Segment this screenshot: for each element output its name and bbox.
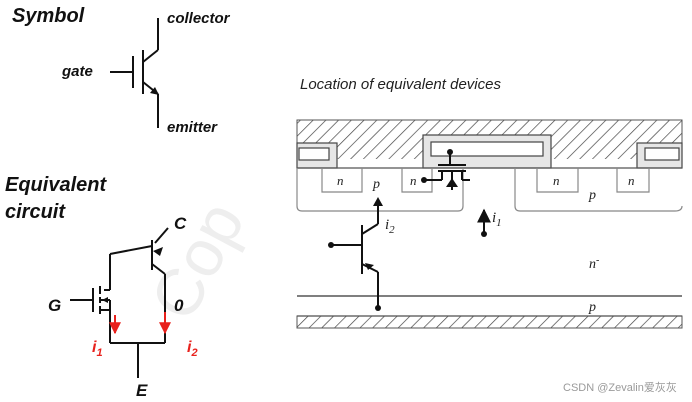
symbol-emitter-arrow — [150, 87, 159, 95]
gate-poly — [298, 141, 680, 161]
pnp-emitter-arrow — [365, 263, 374, 270]
pnp-top-arrow — [373, 197, 383, 206]
svg-text:n: n — [628, 173, 635, 188]
symbol-collector-label: collector — [167, 10, 231, 27]
eq-i2-label: i2 — [187, 339, 198, 359]
svg-text:p: p — [372, 177, 380, 192]
mosfet-channel-arrow — [446, 178, 458, 187]
symbol-emitter-label: emitter — [167, 119, 218, 136]
pnp-base-node — [328, 242, 334, 248]
svg-text:p: p — [588, 188, 596, 203]
p-bodies — [296, 168, 683, 212]
svg-text:n-: n- — [589, 255, 599, 272]
eq-e-label: E — [136, 381, 148, 400]
eq-mosfet-arrow — [102, 297, 108, 303]
i1-label: i1 — [492, 210, 502, 229]
region-labels: n n n n p p n- p — [337, 173, 635, 315]
csdn-footer: CSDN @Zevalin爱灰灰 — [563, 380, 677, 394]
eq-g-label: G — [48, 296, 61, 315]
eq-zero-label: 0 — [174, 296, 184, 315]
watermark-text: Cop — [136, 190, 258, 332]
svg-text:n: n — [410, 173, 417, 188]
i1-node — [481, 231, 487, 237]
cross-section-title: Location of equivalent devices — [300, 76, 501, 93]
equivalent-circuit: Equivalent circuit C G 0 E i1 i2 — [5, 174, 198, 400]
mosfet-node — [447, 149, 453, 155]
cross-section: Location of equivalent devices — [296, 76, 683, 329]
mosfet-source-node — [421, 177, 427, 183]
eq-i1-label: i1 — [92, 339, 103, 359]
eq-pnp-arrow — [153, 247, 163, 256]
n-sources — [321, 168, 650, 193]
i2-label: i2 — [385, 217, 395, 236]
symbol-lines — [110, 18, 159, 128]
eq-c-label: C — [174, 214, 187, 233]
symbol-heading: Symbol — [12, 5, 85, 27]
embedded-pnp — [331, 202, 379, 308]
symbol-gate-label: gate — [61, 63, 93, 80]
equivalent-heading-line1: Equivalent — [5, 174, 107, 196]
svg-text:p: p — [588, 300, 596, 315]
equivalent-heading-line2: circuit — [5, 201, 66, 223]
pnp-collector-node — [375, 305, 381, 311]
svg-text:n: n — [553, 173, 560, 188]
igbt-symbol: Symbol collector gate emitter — [12, 5, 231, 136]
svg-text:n: n — [337, 173, 344, 188]
bottom-metal — [296, 315, 683, 329]
